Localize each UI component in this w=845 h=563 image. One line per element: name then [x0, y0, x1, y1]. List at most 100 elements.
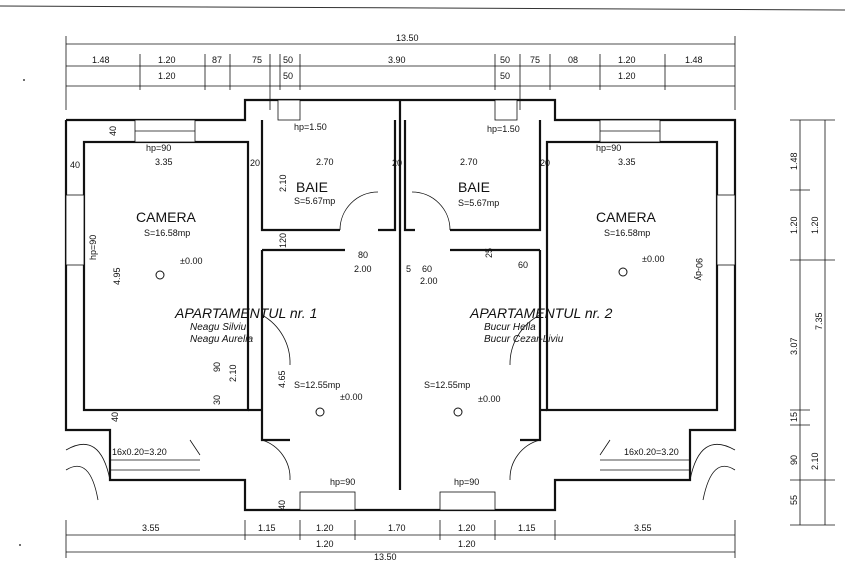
dim-bottom-4: 1.70 — [388, 523, 406, 533]
dim-door-left: 4.65 — [277, 370, 287, 388]
room-hall-right-area: S=12.55mp — [424, 380, 470, 390]
stairs-left-label: 16x0.20=3.20 — [112, 447, 167, 457]
dim-top-9: 08 — [568, 55, 578, 65]
dim-top-row2-left: 1.20 — [158, 71, 176, 81]
dim-right-7: 90 — [789, 455, 799, 465]
dim-bottom-hp-left: hp=90 — [330, 477, 355, 487]
dim-right-1: 1.48 — [789, 152, 799, 170]
dim-bath-right-wall: 20 — [540, 158, 550, 168]
dim-top-row2-midleft: 50 — [283, 71, 293, 81]
scan-dot — [23, 79, 25, 81]
dim-bottom-1: 3.55 — [142, 523, 160, 533]
room-hall-left-area: S=12.55mp — [294, 380, 340, 390]
room-camera-left-level: ±0.00 — [180, 256, 202, 266]
dim-right-5: 3.07 — [789, 337, 799, 355]
dim-bath-left-height: 2.10 — [278, 174, 288, 192]
room-hall-left-level: ±0.00 — [340, 392, 362, 402]
dim-left-hp: hp=90 — [146, 143, 171, 153]
apartment-2-owners-line2: Bucur Cezar-Liviu — [484, 334, 564, 345]
dim-bath-right-width: 2.70 — [460, 157, 478, 167]
dim-left-h3: 30 — [212, 395, 222, 405]
bottom-dimensions: 3.55 1.15 1.20 1.70 1.20 1.15 3.55 1.20 … — [65, 520, 736, 562]
apartment-1-owners-line1: Neagu Silviu — [190, 322, 247, 333]
dim-left-width: 3.35 — [155, 157, 173, 167]
dim-bottom-7: 3.55 — [634, 523, 652, 533]
room-hall-right-level: ±0.00 — [478, 394, 500, 404]
dim-top-total: 13.50 — [396, 33, 419, 43]
dim-right-width: 3.35 — [618, 157, 636, 167]
apartment-labels: APARTAMENTUL nr. 1 Neagu Silviu Neagu Au… — [174, 305, 613, 345]
scan-dot — [19, 544, 21, 546]
dim-right-8: 2.10 — [810, 452, 820, 470]
apartment-1-owners-line2: Neagu Aurelia — [190, 334, 253, 345]
dim-left-wall-bottom: 40 — [110, 412, 120, 422]
dim-left-wall-left: 40 — [70, 160, 80, 170]
dim-top-row2-midright: 50 — [500, 71, 510, 81]
dim-bottom-6: 1.15 — [518, 523, 536, 533]
room-camera-left-name: CAMERA — [136, 209, 197, 225]
room-baie-left-name: BAIE — [296, 179, 328, 195]
dim-bath-right-small: 25 — [484, 248, 494, 258]
dim-left-hp-vert: hp=90 — [88, 235, 98, 260]
dim-top-2: 1.20 — [158, 55, 176, 65]
dim-top-4: 75 — [252, 55, 262, 65]
dim-bath-left-wall: 20 — [250, 158, 260, 168]
dim-bottom-5: 1.20 — [458, 523, 476, 533]
dim-bottom-wall: 40 — [277, 500, 287, 510]
dim-top-7: 50 — [500, 55, 510, 65]
dim-bath-right-extra: 60 — [518, 260, 528, 270]
dim-top-10: 1.20 — [618, 55, 636, 65]
stairs — [65, 439, 736, 501]
room-camera-right-name: CAMERA — [596, 209, 657, 225]
dim-bath-right-w2: 2.00 — [420, 276, 438, 286]
dim-top-1: 1.48 — [92, 55, 110, 65]
scan-edge — [0, 5, 845, 11]
stairs-right-label: 16x0.20=3.20 — [624, 447, 679, 457]
dim-right-height: 90-dy — [694, 258, 704, 281]
dim-bath-left-small: 120 — [278, 233, 288, 248]
dim-right-2: 1.20 — [789, 216, 799, 234]
dim-top-3: 87 — [212, 55, 222, 65]
dim-top-8: 75 — [530, 55, 540, 65]
doors — [261, 191, 541, 481]
apartment-2-owners-line1: Bucur Hella — [484, 322, 536, 333]
apartment-2-title: APARTAMENTUL nr. 2 — [469, 305, 613, 321]
room-baie-left-area: S=5.67mp — [294, 196, 335, 206]
dim-left-wall-top: 40 — [108, 126, 118, 136]
dim-hall-left-hp: hp=1.50 — [294, 122, 327, 132]
dim-top-5: 50 — [283, 55, 293, 65]
dim-right-6: 15 — [789, 412, 799, 422]
level-markers — [155, 267, 628, 417]
dim-left-height: 4.95 — [112, 267, 122, 285]
dim-bottom-2: 1.15 — [258, 523, 276, 533]
dim-bottom-hp-right: hp=90 — [454, 477, 479, 487]
dim-bath-left-width: 2.70 — [316, 157, 334, 167]
dim-bath-left-w2: 2.00 — [354, 264, 372, 274]
apartment-1-title: APARTAMENTUL nr. 1 — [174, 305, 317, 321]
interior-dimensions: 40 hp=90 3.35 40 hp=90 4.95 40 90 2.10 3… — [70, 122, 704, 510]
dim-bottom-total: 13.50 — [374, 552, 397, 562]
top-dimensions: 13.50 1.48 1.20 87 75 50 3.90 50 75 08 1… — [65, 33, 736, 110]
dim-top-11: 1.48 — [685, 55, 703, 65]
dim-bottom-row2-left: 1.20 — [316, 539, 334, 549]
dim-left-h1: 90 — [212, 362, 222, 372]
dim-bath-mid-wall: 20 — [392, 158, 402, 168]
room-camera-left-area: S=16.58mp — [144, 228, 190, 238]
dim-top-6: 3.90 — [388, 55, 406, 65]
dim-bottom-3: 1.20 — [316, 523, 334, 533]
room-baie-right-area: S=5.67mp — [458, 198, 499, 208]
dim-bath-right-door: 60 — [422, 264, 432, 274]
dim-bottom-row2-right: 1.20 — [458, 539, 476, 549]
dim-right-hp: hp=90 — [596, 143, 621, 153]
dim-right-9: 55 — [789, 495, 799, 505]
dim-hall-right-hp: hp=1.50 — [487, 124, 520, 134]
dim-top-row2-right: 1.20 — [618, 71, 636, 81]
room-labels: CAMERA S=16.58mp ±0.00 BAIE S=5.67mp BAI… — [136, 179, 664, 404]
dim-bath-left-door: 80 — [358, 250, 368, 260]
right-dimensions: 1.48 1.20 1.20 7.35 3.07 15 90 2.10 55 — [789, 119, 835, 526]
dim-bath-mid: 5 — [406, 264, 411, 274]
windows — [65, 99, 736, 511]
room-baie-right-name: BAIE — [458, 179, 490, 195]
room-camera-right-level: ±0.00 — [642, 254, 664, 264]
